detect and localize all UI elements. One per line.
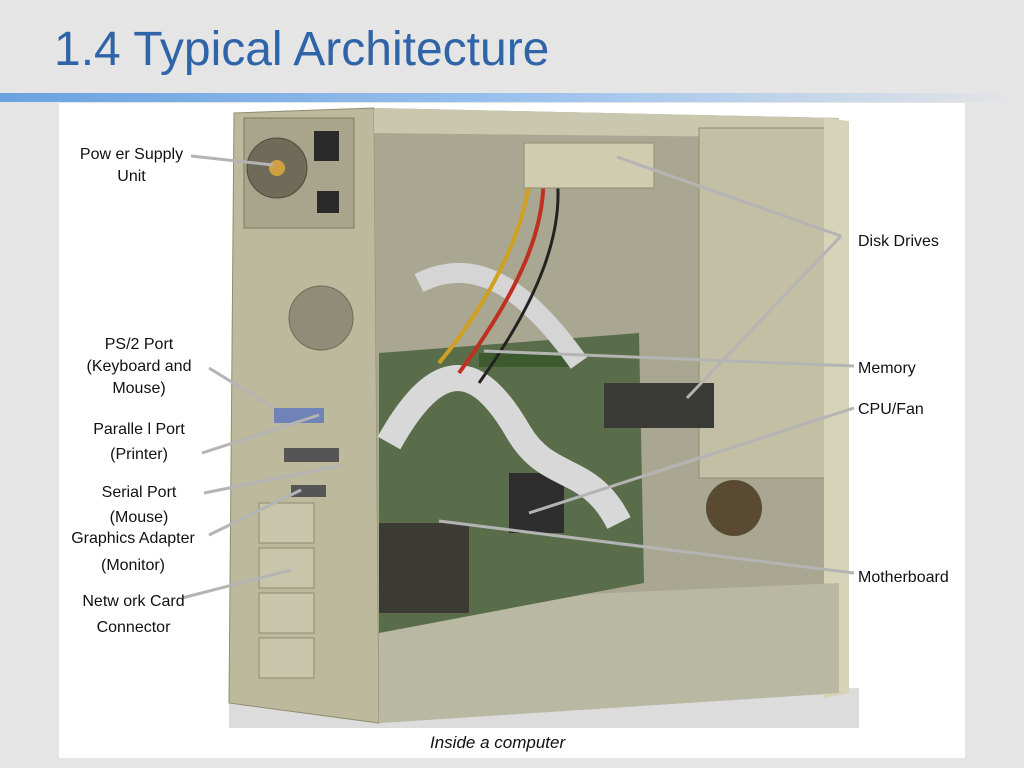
title-underline bbox=[0, 93, 1024, 102]
label-parallel-port: Paralle l Port (Printer) bbox=[79, 417, 199, 467]
label-serial-port: Serial Port (Mouse) bbox=[84, 480, 194, 530]
case-floor bbox=[379, 583, 839, 723]
label-line: (Mouse) bbox=[109, 509, 169, 526]
computer-diagram: Pow er Supply Unit PS/2 Port (Keyboard a… bbox=[59, 103, 965, 758]
label-disk-drives: Disk Drives bbox=[858, 233, 939, 250]
label-line: Unit bbox=[117, 168, 146, 185]
disk-drive bbox=[523, 142, 655, 189]
psu-switch bbox=[317, 191, 339, 213]
expansion-slot bbox=[258, 592, 315, 634]
label-power-supply: Pow er Supply Unit bbox=[74, 144, 189, 188]
expansion-slot bbox=[258, 547, 315, 589]
label-network-card: Netw ork Card Connector bbox=[71, 589, 196, 641]
cpu-fan-block bbox=[509, 473, 564, 533]
drive-cage bbox=[698, 127, 840, 479]
label-cpu-fan: CPU/Fan bbox=[858, 401, 924, 418]
label-line: (Monitor) bbox=[100, 557, 165, 574]
io-port-parallel bbox=[284, 448, 339, 462]
case-fan bbox=[706, 480, 762, 536]
psu-socket bbox=[314, 131, 339, 161]
label-memory: Memory bbox=[858, 360, 916, 377]
hard-disk bbox=[604, 383, 714, 428]
label-line: Serial Port bbox=[101, 484, 177, 501]
io-port-ps2 bbox=[274, 408, 324, 423]
label-line: (Keyboard and bbox=[86, 358, 192, 375]
ribbon-cable bbox=[414, 263, 588, 369]
expansion-slot bbox=[258, 502, 315, 544]
label-ps2-port: PS/2 Port (Keyboard and Mouse) bbox=[69, 334, 209, 400]
ribbon-cable bbox=[377, 365, 631, 530]
psu-fan-hub bbox=[269, 160, 285, 176]
case-front-edge bbox=[824, 118, 849, 698]
io-port-serial bbox=[291, 485, 326, 497]
expansion-card bbox=[379, 523, 469, 613]
computer-case-illustration bbox=[181, 107, 859, 728]
label-motherboard: Motherboard bbox=[858, 569, 949, 586]
label-line: Mouse) bbox=[112, 380, 166, 397]
label-line: Connector bbox=[96, 619, 171, 636]
label-line: (Printer) bbox=[110, 446, 168, 463]
figure-caption: Inside a computer bbox=[430, 733, 566, 752]
slide-title: 1.4 Typical Architecture bbox=[54, 23, 550, 76]
label-line: Pow er Supply bbox=[79, 146, 184, 163]
case-vent bbox=[288, 285, 354, 351]
label-line: Paralle l Port bbox=[93, 421, 185, 438]
label-graphics-adapter: Graphics Adapter (Monitor) bbox=[59, 525, 207, 579]
memory-module bbox=[479, 353, 569, 367]
label-line: Graphics Adapter bbox=[71, 530, 195, 547]
label-line: PS/2 Port bbox=[104, 336, 174, 353]
label-line: Netw ork Card bbox=[82, 593, 185, 610]
leader-lines bbox=[181, 154, 855, 600]
expansion-slot bbox=[258, 637, 315, 679]
